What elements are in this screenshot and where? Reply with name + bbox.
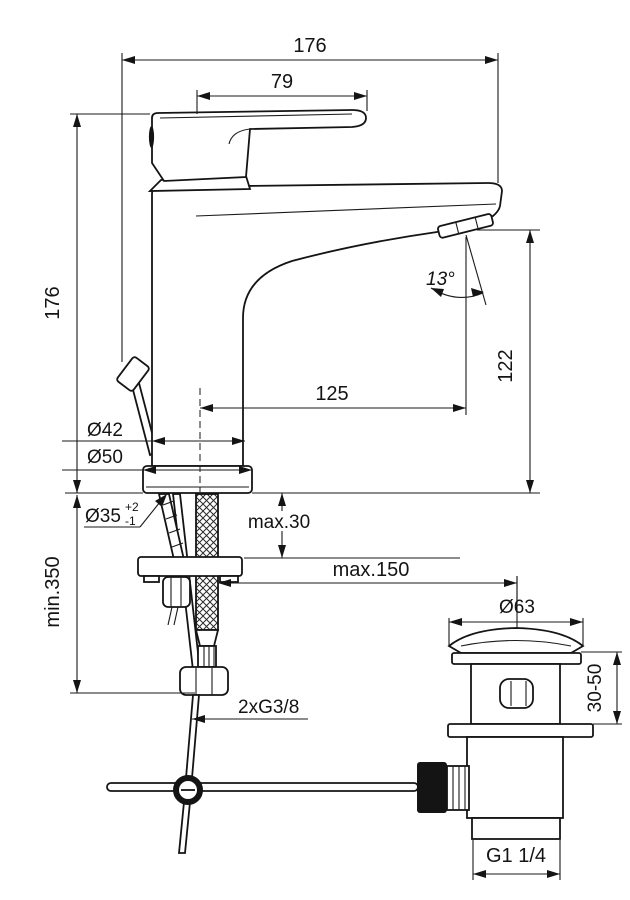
- dim-hose-min-length: min.350: [42, 495, 195, 694]
- dim-label-hole-diameter: Ø35: [85, 506, 121, 527]
- dim-label-total-width: 176: [293, 35, 326, 57]
- dim-total-width: 176: [121, 35, 499, 362]
- waste-bottom-thread: [471, 817, 561, 840]
- dim-label-hose-reach: max.150: [333, 559, 410, 581]
- dim-lever-length: 79: [196, 71, 368, 114]
- hose-fitting: [194, 629, 220, 647]
- stud-nut: [162, 576, 191, 608]
- pull-rod-knob: [116, 356, 150, 392]
- dim-label-base-diameter: Ø50: [87, 447, 123, 468]
- dim-hose-reach: max.150: [218, 559, 518, 600]
- dim-label-hole-tol-minus: -1: [125, 514, 136, 528]
- dim-label-hose-min: min.350: [42, 556, 64, 627]
- dim-label-deck-thickness: max.30: [248, 512, 310, 533]
- dim-spout-reach: 125: [200, 237, 467, 415]
- dim-waste-thread: G1 1/4: [472, 840, 561, 880]
- dim-label-hole-tol-plus: +2: [125, 500, 139, 514]
- dim-label-waste-flange: Ø63: [499, 597, 535, 618]
- lever-edge-shadow: [148, 126, 155, 148]
- dim-label-waste-thread: G1 1/4: [486, 845, 546, 867]
- dim-label-spout-angle: 13°: [426, 269, 455, 290]
- pull-rod-lower: [185, 694, 200, 779]
- mounting-hardware: [137, 493, 243, 696]
- dim-spout-height: 122: [477, 229, 540, 493]
- dim-base-diameter: Ø50: [62, 447, 252, 474]
- dim-deck-thickness: max.30: [244, 493, 460, 559]
- waste-side-port: [499, 678, 534, 709]
- lever-handle: [151, 109, 367, 182]
- spout-highlight-line: [195, 203, 497, 217]
- dim-label-waste-clamp: 30-50: [585, 664, 606, 713]
- waste-mid-flange: [447, 723, 594, 738]
- hose-crimp: [197, 645, 217, 668]
- dim-body-diameter: Ø42: [62, 420, 245, 445]
- faucet-body: [116, 109, 503, 494]
- rod-connector-knurled: [417, 762, 447, 813]
- lever-top-line: [159, 113, 353, 119]
- rod-connector-thread: [446, 765, 470, 811]
- dim-hole-diameter: Ø35 +2 -1: [84, 494, 167, 528]
- dim-body-height: 176: [42, 113, 150, 493]
- dim-waste-clamp-range: 30-50: [581, 651, 622, 725]
- waste-top-flange: [451, 652, 582, 665]
- dim-label-body-height: 176: [42, 286, 64, 319]
- mounting-bracket: [137, 556, 243, 577]
- lever-front-curve: [228, 128, 251, 145]
- dim-label-lever-length: 79: [271, 71, 293, 93]
- aerator: [437, 213, 494, 239]
- dim-label-spout-height: 122: [495, 349, 517, 382]
- dim-waste-flange-diameter: Ø63: [448, 597, 584, 645]
- dim-label-body-diameter: Ø42: [87, 420, 123, 441]
- horizontal-rod: [106, 782, 419, 792]
- base-plate: [142, 465, 253, 494]
- dim-supply-connection: 2xG3/8: [192, 697, 308, 723]
- dim-label-supply-connection: 2xG3/8: [238, 697, 299, 718]
- dim-label-spout-reach: 125: [315, 383, 348, 405]
- waste-lower-body: [466, 736, 564, 819]
- drain-assembly: [417, 576, 594, 840]
- hose-nut: [179, 666, 229, 696]
- dim-spout-angle: 13°: [426, 234, 487, 306]
